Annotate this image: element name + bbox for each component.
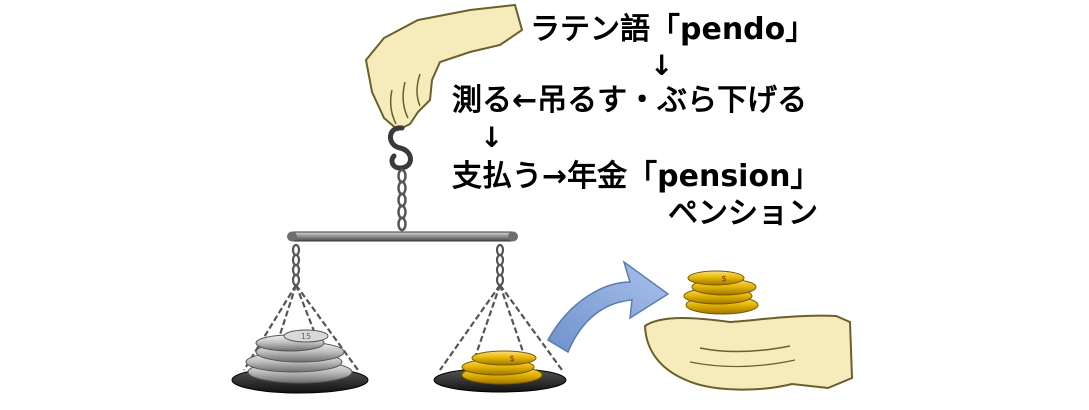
etymology-arrow-1: ↓ — [650, 49, 674, 82]
right-chain — [439, 243, 563, 373]
balance-beam — [287, 231, 518, 242]
etymology-line-3: 支払う→年金「pension」 — [452, 159, 821, 194]
right-pan: $ — [433, 350, 567, 393]
silver-coin-stack: 15 — [245, 329, 353, 384]
s-hook-icon — [388, 125, 413, 171]
etymology-arrow-2: ↓ — [480, 121, 504, 154]
silver-coin-label: 15 — [301, 332, 311, 341]
hand-holding-icon — [364, 3, 524, 132]
gold-coin-stack-floating: $ — [683, 270, 759, 315]
receiving-hand-icon — [643, 314, 854, 391]
gold-coin-label-pan: $ — [509, 354, 514, 363]
etymology-line-2: 測る←吊るす・ぶら下げる — [452, 83, 808, 118]
etymology-line-4: ペンション — [668, 196, 818, 231]
gold-coin-stack-pan: $ — [461, 350, 543, 385]
left-pan: 15 — [231, 329, 369, 394]
curved-arrow-icon — [546, 260, 670, 354]
etymology-line-1: ラテン語「pendo」 — [530, 12, 816, 47]
gold-coin-label-floating: $ — [721, 274, 726, 283]
main-chain — [397, 168, 407, 232]
